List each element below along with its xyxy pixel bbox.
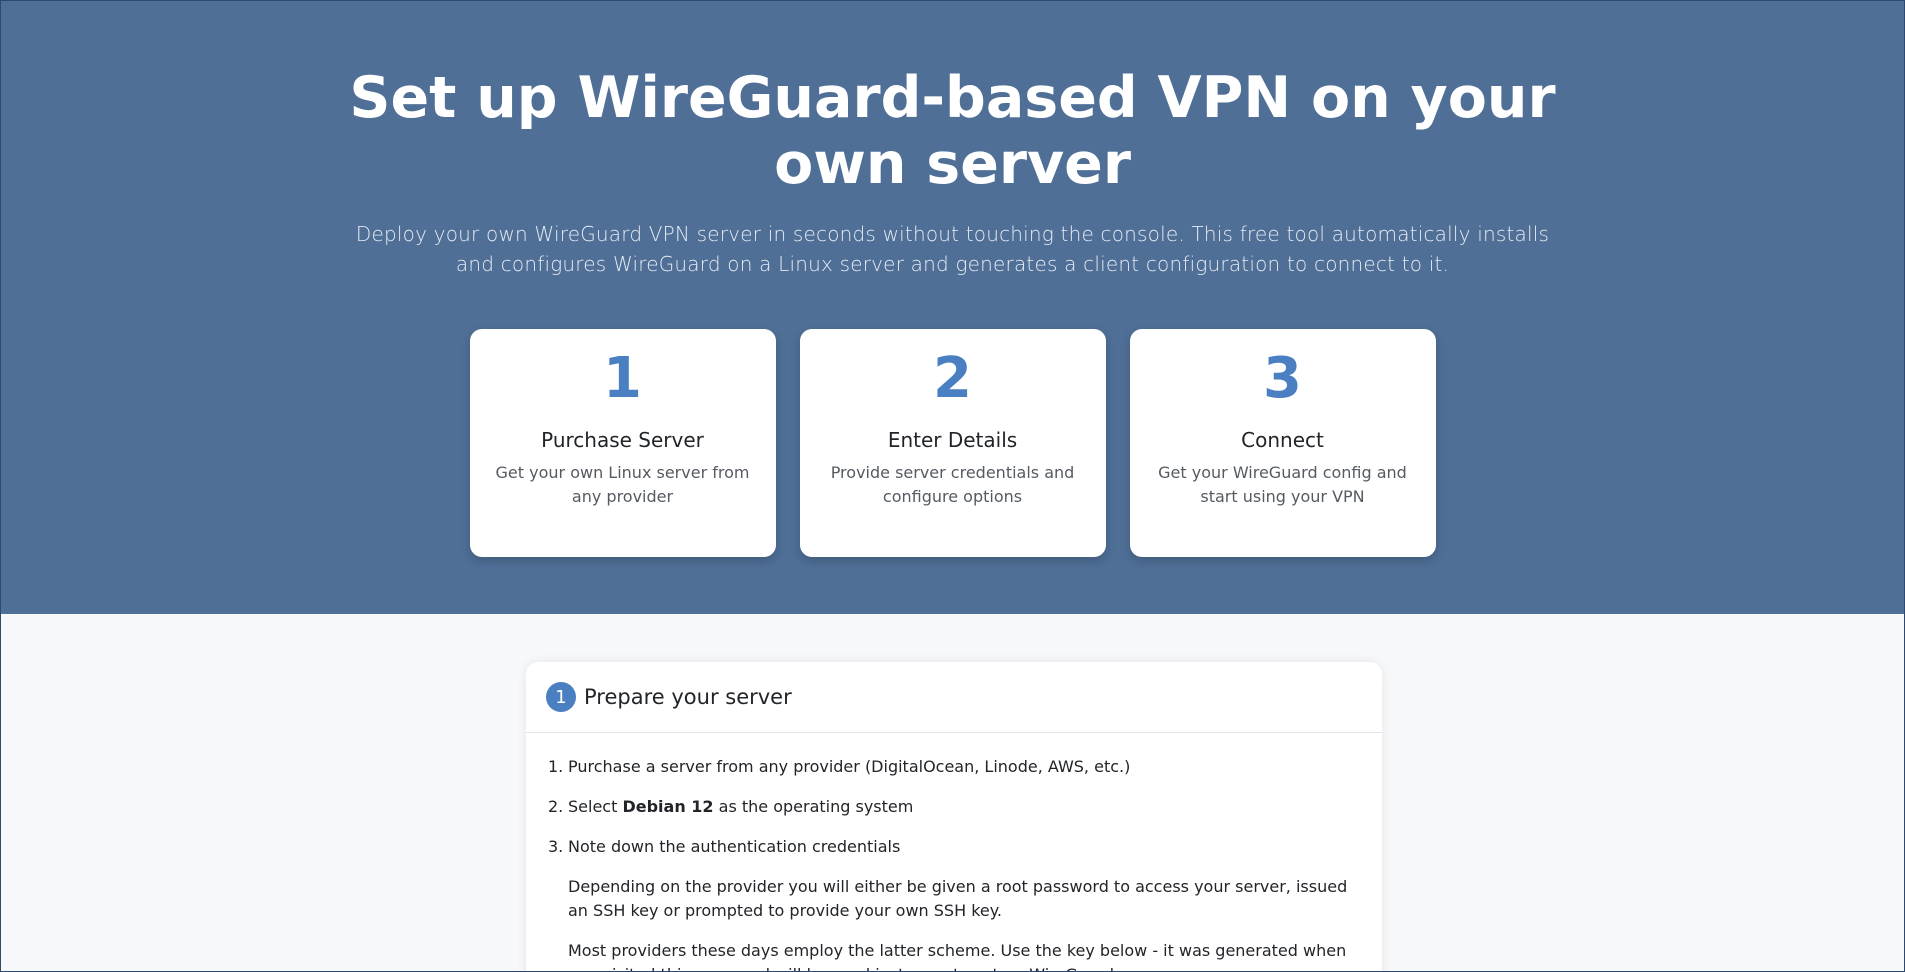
- instruction-list: 1. Purchase a server from any provider (…: [548, 755, 1352, 859]
- step-title: Enter Details: [887, 428, 1018, 452]
- step-badge: 1: [546, 682, 576, 712]
- os-name: Debian 12: [622, 797, 714, 816]
- card-body: 1. Purchase a server from any provider (…: [526, 733, 1382, 971]
- step-card-enter-details: 2 Enter Details Provide server credentia…: [799, 329, 1106, 557]
- text-prefix: Select: [568, 797, 623, 816]
- step-description: Get your WireGuard config and start usin…: [1158, 463, 1407, 506]
- card-title: Prepare your server: [584, 685, 792, 709]
- page-subtitle: Deploy your own WireGuard VPN server in …: [355, 222, 1550, 276]
- step-card-connect: 3 Connect Get your WireGuard config and …: [1129, 329, 1436, 557]
- step-description: Provide server credentials and configure…: [830, 463, 1075, 506]
- step-card-purchase-server: 1 Purchase Server Get your own Linux ser…: [469, 329, 776, 557]
- credentials-note: Depending on the provider you will eithe…: [568, 877, 1348, 920]
- card-header: 1 Prepare your server: [526, 662, 1382, 733]
- list-item: 1. Purchase a server from any provider (…: [548, 755, 1352, 779]
- step-number: 2: [933, 346, 972, 411]
- steps-row: 1 Purchase Server Get your own Linux ser…: [1, 329, 1904, 557]
- hero-section: Set up WireGuard-based VPN on your own s…: [1, 1, 1904, 614]
- list-item-number: 2.: [548, 797, 564, 816]
- step-title: Connect: [1241, 428, 1324, 452]
- prepare-server-card: 1 Prepare your server 1. Purchase a serv…: [526, 662, 1382, 971]
- text-suffix: as the operating system: [713, 797, 914, 816]
- list-item: 3. Note down the authentication credenti…: [548, 835, 1352, 859]
- list-item-number: 3.: [548, 837, 564, 856]
- list-item-text: Select Debian 12 as the operating system: [568, 795, 913, 819]
- page-title: Set up WireGuard-based VPN on your own s…: [349, 65, 1556, 197]
- step-description: Get your own Linux server from any provi…: [495, 463, 750, 506]
- step-number: 1: [603, 346, 642, 411]
- list-item-text: Purchase a server from any provider (Dig…: [568, 757, 1131, 776]
- step-title: Purchase Server: [541, 428, 704, 452]
- step-number: 3: [1263, 346, 1302, 411]
- list-item-number: 1.: [548, 757, 564, 776]
- list-item-text: Note down the authentication credentials: [568, 837, 901, 856]
- ssh-key-note: Most providers these days employ the lat…: [568, 941, 1347, 971]
- list-item: 2. Select Debian 12 as the operating sys…: [548, 795, 1352, 819]
